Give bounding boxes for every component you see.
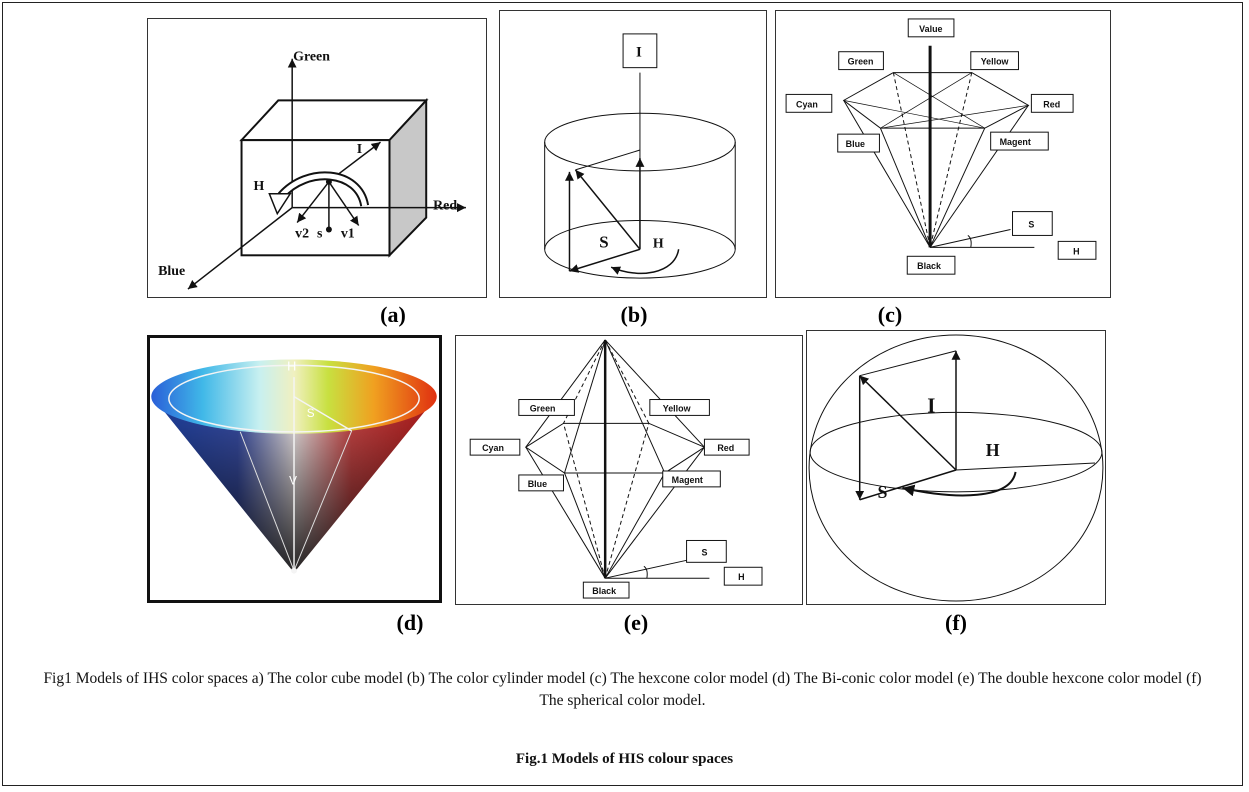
hexcone-diagram: Value Green Yellow Cyan Red Blue Magent … xyxy=(785,18,1097,275)
label-magent: Magent xyxy=(672,475,703,485)
panel-b-color-cylinder: I S H xyxy=(499,10,767,298)
label-h: H xyxy=(287,359,296,373)
label-value: Value xyxy=(919,24,942,34)
label-s: S xyxy=(701,547,707,557)
label-red: Red xyxy=(433,199,457,214)
panel-c-hexcone: Value Green Yellow Cyan Red Blue Magent … xyxy=(775,10,1111,298)
label-i: I xyxy=(927,393,935,417)
label-blue: Blue xyxy=(528,479,547,489)
label-s: S xyxy=(599,232,608,251)
label-yellow: Yellow xyxy=(663,403,691,413)
label-s: S xyxy=(307,407,315,420)
label-yellow: Yellow xyxy=(981,57,1009,67)
panel-d-biconic: H S V xyxy=(147,335,442,603)
label-h: H xyxy=(738,572,744,582)
label-h: H xyxy=(653,236,664,251)
label-black: Black xyxy=(592,586,616,596)
label-v1: v1 xyxy=(341,226,355,241)
figure-title: Fig.1 Models of HIS colour spaces xyxy=(515,751,734,767)
label-v2: v2 xyxy=(295,226,309,241)
label-green: Green xyxy=(848,57,874,67)
color-cylinder-diagram: I S H xyxy=(544,33,736,279)
label-s: s xyxy=(317,226,323,241)
label-cyan: Cyan xyxy=(796,99,818,109)
label-h: H xyxy=(1073,246,1079,256)
label-s: S xyxy=(1028,219,1034,229)
label-blue: Blue xyxy=(158,264,185,279)
sublabel-c: (c) xyxy=(877,302,903,327)
label-red: Red xyxy=(1043,99,1060,109)
label-magent: Magent xyxy=(1000,137,1031,147)
biconic-cone-image: H S V xyxy=(151,359,437,574)
label-blue: Blue xyxy=(846,139,865,149)
panel-a-color-cube: Green Red Blue H I v2 s v1 xyxy=(147,18,487,298)
label-red: Red xyxy=(717,443,734,453)
label-i: I xyxy=(357,142,362,157)
label-h: H xyxy=(253,179,264,194)
label-i: I xyxy=(636,45,642,61)
label-cyan: Cyan xyxy=(482,443,504,453)
label-v: V xyxy=(289,475,297,488)
double-hexcone-diagram: Green Yellow Cyan Red Blue Magent S H Bl… xyxy=(469,339,763,599)
figure-caption: Fig1 Models of IHS color spaces a) The c… xyxy=(43,670,1202,709)
sublabel-e: (e) xyxy=(623,610,649,635)
panel-f-sphere: I H S xyxy=(806,330,1106,605)
label-green: Green xyxy=(530,403,556,413)
sublabel-d: (d) xyxy=(396,610,424,635)
label-s: S xyxy=(878,482,888,502)
label-green: Green xyxy=(293,50,330,65)
panel-e-double-hexcone: Green Yellow Cyan Red Blue Magent S H Bl… xyxy=(455,335,803,605)
label-black: Black xyxy=(917,261,941,271)
label-h: H xyxy=(986,440,1000,460)
sphere-diagram: I H S xyxy=(808,334,1104,602)
sublabel-a: (a) xyxy=(380,302,406,327)
color-cube-diagram: Green Red Blue H I v2 s v1 xyxy=(158,50,466,290)
sublabel-f: (f) xyxy=(945,610,967,635)
sublabel-b: (b) xyxy=(620,302,648,327)
